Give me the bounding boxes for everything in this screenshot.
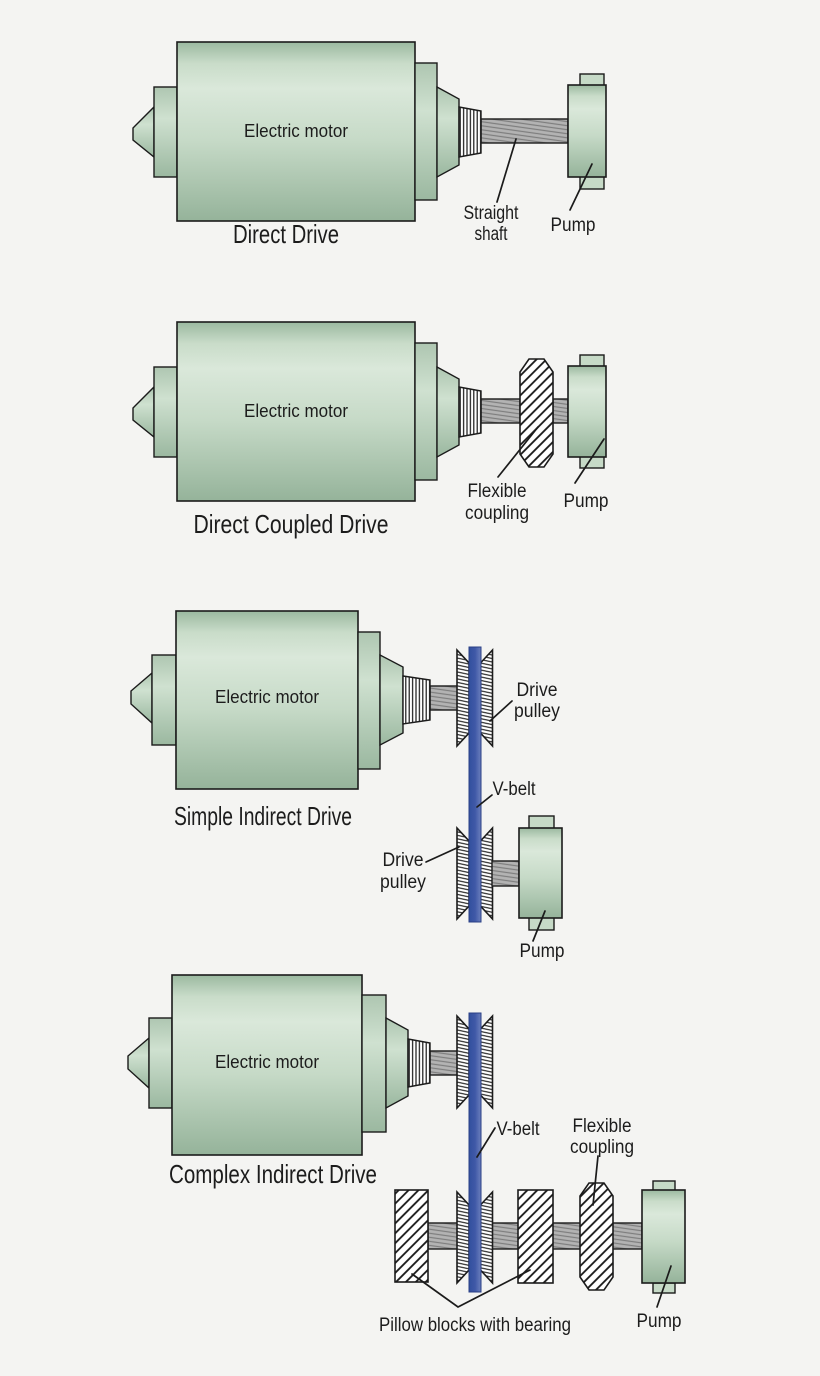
drive-pulley-bottom-left-flange	[456, 1189, 470, 1286]
pump-label: Pump	[564, 491, 609, 512]
pulley-top-label-line1: Drive	[517, 680, 558, 701]
drive-pulley-bottom-right-flange	[479, 1189, 494, 1286]
motor-cone	[379, 653, 404, 747]
pump-shaft	[491, 860, 520, 887]
straight-shaft	[480, 118, 569, 144]
splined-shaft-boss	[407, 1038, 431, 1088]
vbelt-label: V-belt	[497, 1119, 541, 1140]
motor-end-cap-right	[414, 342, 438, 481]
pump-body	[567, 365, 607, 458]
pump-label: Pump	[551, 215, 596, 236]
leader-line-pump	[656, 1265, 672, 1308]
motor-end-cap-right	[414, 62, 438, 201]
coupling-label-line1: Flexible	[573, 1116, 632, 1137]
leader-line-pump	[569, 163, 593, 211]
shaft-pump-side	[552, 398, 569, 424]
leader-line-pump	[532, 910, 546, 942]
leader-line-pulley-bottom	[425, 846, 460, 863]
motor-end-cap-right	[357, 631, 381, 770]
pillow-block-right	[517, 1189, 554, 1284]
motor-label: Electric motor	[215, 1052, 319, 1072]
pulley-top-label-line2: pulley	[514, 701, 560, 722]
pillow-blocks-label: Pillow blocks with bearing	[379, 1315, 571, 1336]
motor-cone	[436, 365, 460, 459]
splined-shaft-boss	[458, 386, 482, 438]
motor-nose	[132, 385, 155, 439]
motor-end-cap-left	[153, 86, 178, 178]
pump-port-top	[528, 815, 555, 830]
drive-pulley-bottom-right-flange	[479, 825, 494, 922]
motor-body	[171, 974, 363, 1156]
motor-label: Electric motor	[215, 687, 319, 707]
coupling-label-line2: coupling	[465, 503, 529, 524]
leader-line-pillow-blocks	[411, 1269, 531, 1308]
leader-line-coupling	[592, 1155, 599, 1206]
motor-cone	[385, 1016, 409, 1110]
motor-label: Electric motor	[244, 401, 348, 421]
v-belt	[468, 1012, 482, 1293]
splined-shaft-boss	[402, 675, 431, 725]
motor-nose	[132, 105, 155, 159]
motor-body	[176, 321, 416, 502]
pulley-bottom-label-line1: Drive	[383, 850, 424, 871]
pulley-bottom-label-line2: pulley	[380, 872, 426, 893]
vbelt-label: V-belt	[493, 779, 537, 800]
leader-line-coupling	[497, 426, 539, 478]
motor-end-cap-right	[361, 994, 387, 1133]
motor-nose	[130, 671, 153, 725]
flexible-coupling	[579, 1182, 614, 1291]
pump-body	[567, 84, 607, 178]
straight-shaft-label-line1: Straight	[464, 203, 520, 224]
leader-line-straight-shaft	[496, 138, 517, 203]
leader-line-vbelt	[476, 1127, 496, 1158]
motor-shaft	[429, 685, 460, 711]
drive-pulley-top-left-flange	[456, 1013, 470, 1111]
drive-pulley-bottom-left-flange	[456, 825, 470, 922]
leader-line-vbelt	[476, 794, 493, 808]
flexible-coupling	[519, 358, 554, 468]
drive-pulley-top-left-flange	[456, 647, 470, 749]
pump-label: Pump	[637, 1311, 682, 1332]
drive-pulley-top-right-flange	[479, 647, 494, 749]
motor-cone	[436, 85, 460, 179]
section-caption: Direct Coupled Drive	[194, 509, 389, 539]
section-caption: Complex Indirect Drive	[169, 1159, 377, 1189]
leader-line-pump	[574, 438, 605, 484]
splined-shaft-boss	[458, 106, 482, 158]
section-caption: Direct Drive	[233, 219, 339, 249]
coupling-label-line1: Flexible	[468, 481, 527, 502]
pump-body	[518, 827, 563, 919]
drive-pulley-top-right-flange	[479, 1013, 494, 1111]
pump-body	[641, 1189, 686, 1284]
motor-shaft	[429, 1050, 460, 1076]
straight-shaft-label-line2: shaft	[475, 224, 509, 245]
motor-end-cap-left	[153, 366, 178, 458]
motor-end-cap-left	[151, 654, 177, 746]
motor-body	[175, 610, 359, 790]
motor-body	[176, 41, 416, 222]
motor-nose	[127, 1036, 150, 1090]
section-direct-coupled-drive: Electric motor Direct Coupled Drive Flex…	[132, 321, 609, 539]
motor-end-cap-left	[148, 1017, 173, 1109]
section-caption: Simple Indirect Drive	[174, 801, 352, 831]
section-complex-indirect-drive: Electric motor Complex Indirect Drive V-…	[127, 974, 686, 1336]
pillow-block-left	[394, 1189, 429, 1283]
pump-label: Pump	[520, 941, 565, 962]
section-simple-indirect-drive: Electric motor Simple Indirect Drive Dri…	[130, 610, 565, 962]
v-belt	[468, 646, 482, 923]
coupling-label-line2: coupling	[570, 1137, 634, 1158]
shaft-motor-side	[480, 398, 521, 424]
motor-label: Electric motor	[244, 121, 348, 141]
section-direct-drive: Electric motor Direct Drive Straight sha…	[132, 41, 607, 249]
leader-line-pulley-top	[489, 700, 513, 722]
